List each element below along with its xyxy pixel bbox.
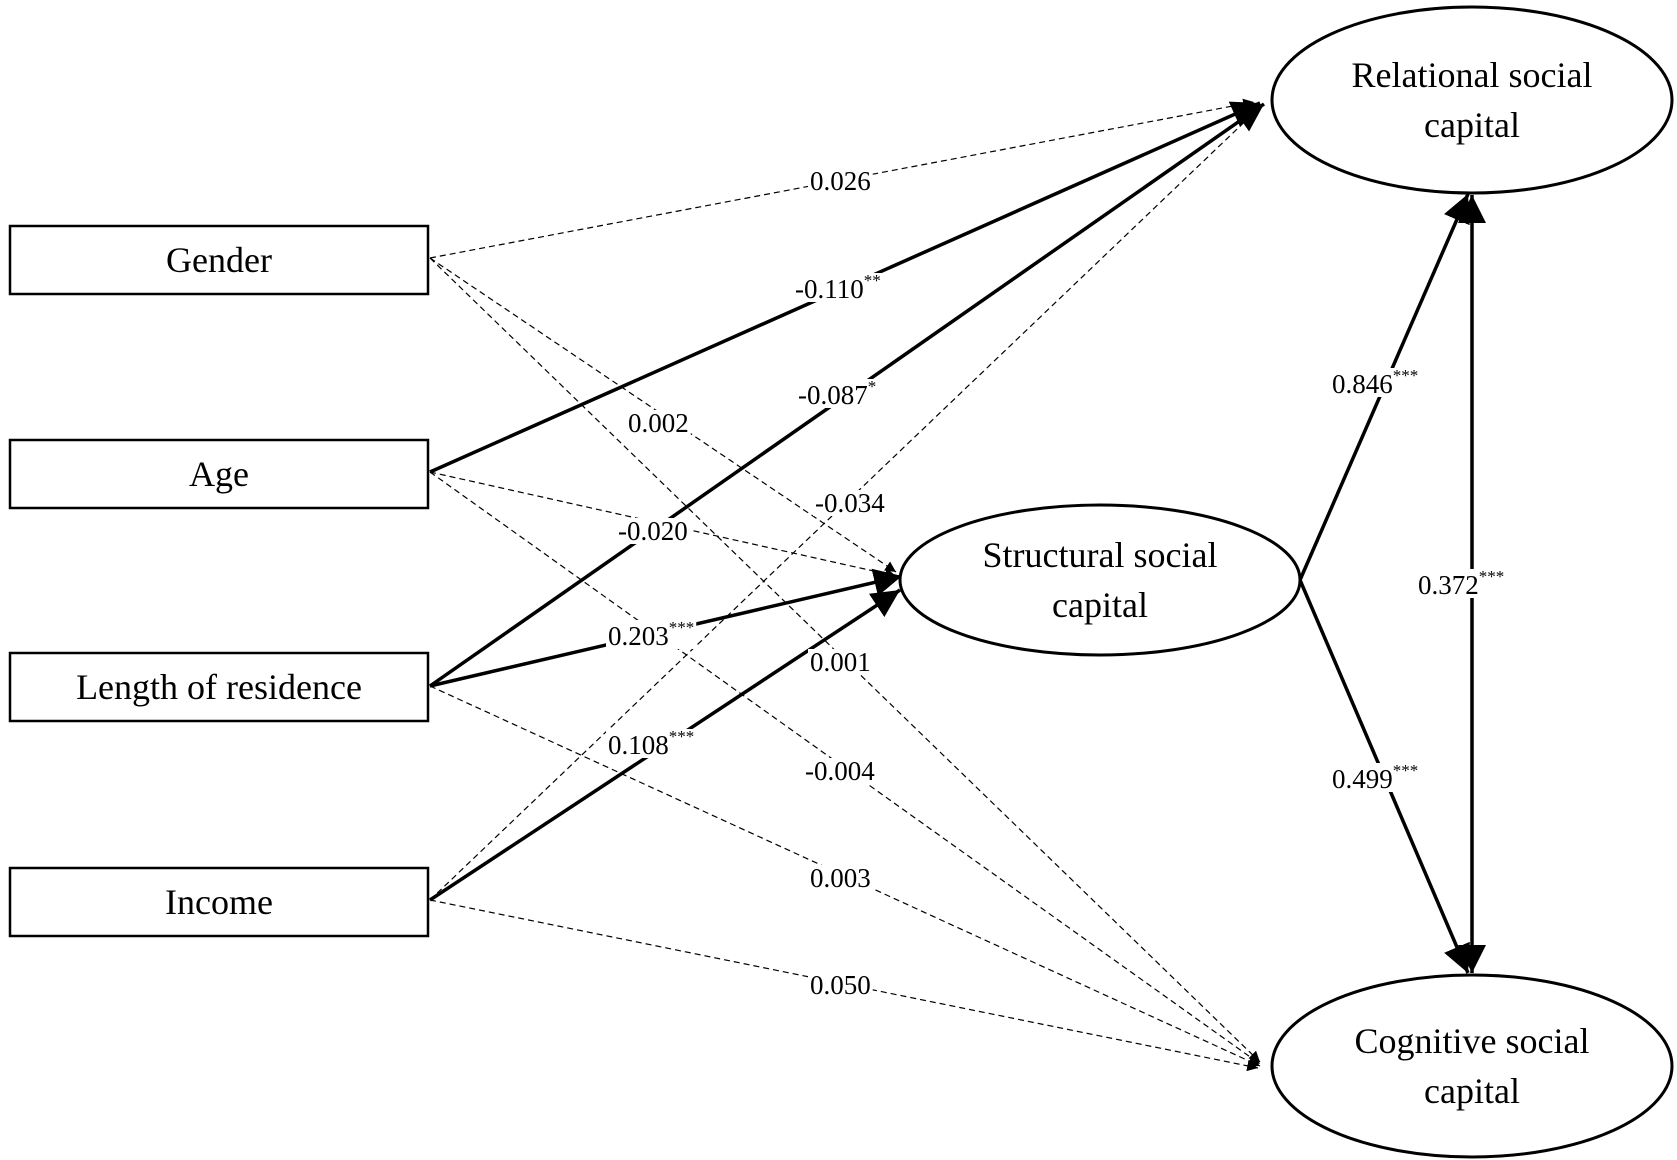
node-relational-label-line-0: Relational social	[1352, 55, 1593, 95]
node-relational-label-line-1: capital	[1424, 105, 1520, 145]
node-cognitive: Cognitive social capital	[1270, 973, 1674, 1159]
coef-label-background	[626, 410, 691, 436]
coef-value: 0.001	[810, 647, 871, 677]
coef-value: -0.020	[618, 516, 688, 546]
path-residence-to-cognitive	[429, 685, 1261, 1067]
coef-label-background	[1330, 368, 1421, 397]
coef-label-background	[808, 865, 873, 891]
node-relational: Relational social capital	[1270, 5, 1674, 195]
path-gender-to-cognitive	[429, 257, 1261, 1063]
coef-label-background	[803, 758, 878, 784]
node-residence: Length of residence	[8, 651, 430, 723]
coef-label-background	[1330, 763, 1421, 792]
coef-value: -0.087*	[798, 377, 876, 410]
node-income: Income	[8, 866, 430, 938]
node-cognitive-label-line-1: capital	[1424, 1071, 1520, 1111]
node-residence-label-line-0: Length of residence	[76, 667, 362, 707]
significance-stars: ***	[669, 618, 695, 637]
significance-stars: ***	[1393, 761, 1419, 780]
coef-label-background	[606, 620, 697, 649]
coef-value: -0.004	[805, 756, 875, 786]
coef-label-background	[606, 729, 697, 758]
coef-value: 0.003	[810, 863, 871, 893]
coef-value: 0.050	[810, 970, 871, 1000]
coef-label-background	[616, 518, 690, 544]
coef-label-residence-to-cognitive: 0.003	[808, 863, 873, 893]
node-structural-label-line-0: Structural social	[983, 535, 1218, 575]
significance-stars: ***	[669, 727, 695, 746]
coef-label-residence-to-relational: -0.087*	[796, 377, 879, 410]
node-structural-label-line-1: capital	[1052, 585, 1148, 625]
coef-label-gender-to-structural: 0.002	[626, 408, 691, 438]
coef-value: -0.034	[815, 488, 885, 518]
node-income-label-line-0: Income	[165, 882, 273, 922]
significance-stars: **	[864, 271, 881, 290]
node-gender-box	[8, 224, 430, 296]
node-age: Age	[8, 438, 430, 510]
coef-value: 0.002	[628, 408, 689, 438]
coef-label-age-to-relational: -0.110**	[793, 271, 883, 304]
node-age-label-line-0: Age	[189, 454, 249, 494]
coef-label-relational-to-cognitive: 0.372***	[1416, 567, 1507, 600]
coefficient-labels: 0.026 -0.110** -0.087* 0.002 -0.034 -0.020 0.2…	[606, 166, 1507, 1000]
node-cognitive-label-line-0: Cognitive social	[1355, 1021, 1590, 1061]
node-relational-ellipse	[1270, 5, 1674, 195]
node-structural: Structural social capital	[898, 503, 1302, 657]
coef-label-background	[808, 168, 873, 194]
coef-label-gender-to-relational: 0.026	[808, 166, 873, 196]
significance-stars: ***	[1393, 366, 1419, 385]
coef-label-background	[808, 972, 873, 998]
node-cognitive-ellipse	[1270, 973, 1674, 1159]
coef-label-background	[813, 490, 888, 516]
coef-label-structural-to-relational: 0.846***	[1330, 366, 1421, 399]
significance-stars: *	[868, 377, 877, 396]
node-residence-box	[8, 651, 430, 723]
node-structural-ellipse	[898, 503, 1302, 657]
coef-label-income-to-relational: -0.034	[813, 488, 888, 518]
coef-label-background	[808, 649, 873, 675]
node-income-box	[8, 866, 430, 938]
coef-label-structural-to-cognitive: 0.499***	[1330, 761, 1421, 794]
coef-label-background	[1416, 569, 1507, 598]
coef-label-age-to-structural: -0.020	[616, 516, 690, 546]
coef-label-background	[796, 379, 879, 408]
coef-label-income-to-structural: 0.108***	[606, 727, 697, 760]
node-age-box	[8, 438, 430, 510]
coef-label-background	[793, 273, 883, 302]
node-gender-label-line-0: Gender	[166, 240, 272, 280]
coef-value: 0.203***	[608, 618, 694, 651]
coef-label-residence-to-structural: 0.203***	[606, 618, 697, 651]
coef-label-age-to-cognitive: -0.004	[803, 756, 878, 786]
coef-value: 0.026	[810, 166, 871, 196]
coef-label-gender-to-cognitive: 0.001	[808, 647, 873, 677]
significance-stars: ***	[1479, 567, 1505, 586]
node-gender: Gender	[8, 224, 430, 296]
coef-label-income-to-cognitive: 0.050	[808, 970, 873, 1000]
